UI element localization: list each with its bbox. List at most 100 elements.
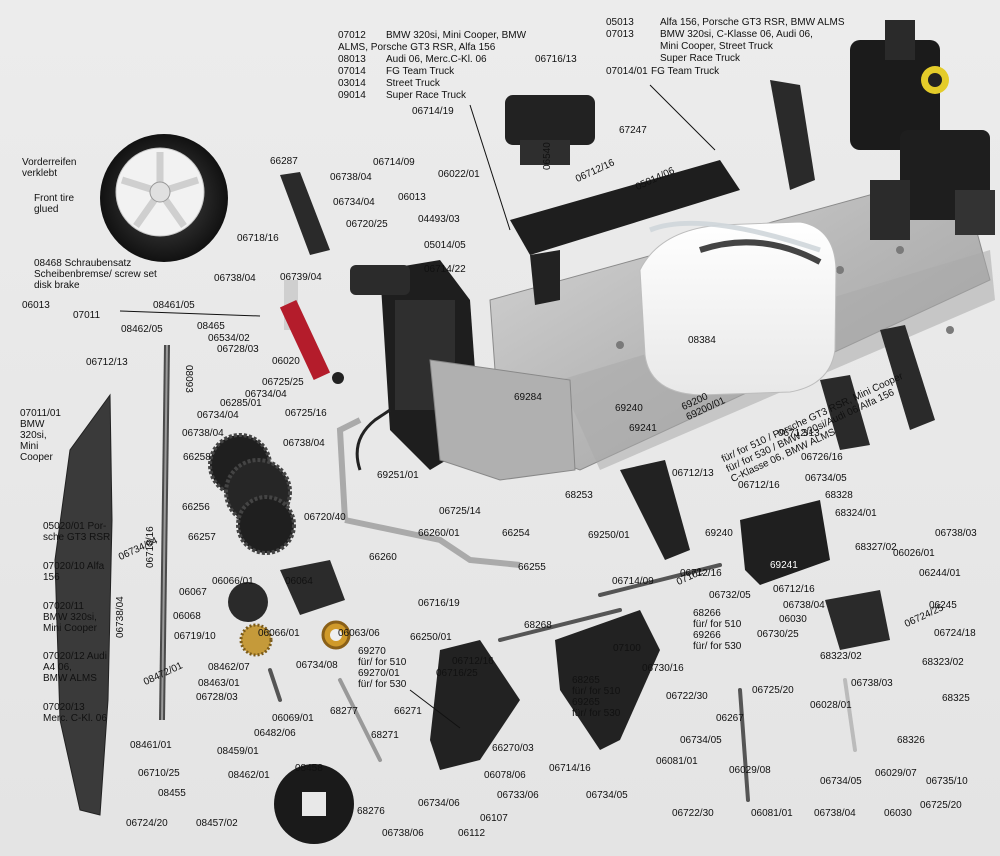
part-label: 68266 für/ for 510 69266 für/ for 530 xyxy=(693,608,742,652)
part-label: 06728/03 xyxy=(196,692,238,703)
front-spoiler-plate xyxy=(54,393,113,816)
part-label: 68323/02 xyxy=(820,651,862,662)
part-label: 06245 xyxy=(929,600,957,611)
part-label: 06738/04 xyxy=(330,172,372,183)
part-label: 06732/05 xyxy=(709,590,751,601)
part-label: 66255 xyxy=(518,562,546,573)
upper-brace xyxy=(505,95,740,305)
part-label: 06734/05 xyxy=(586,790,628,801)
part-label: 06738/04 xyxy=(814,808,856,819)
part-label: 66256 xyxy=(182,502,210,513)
part-label: 06712/16 xyxy=(738,480,780,491)
part-label: 06734/05 xyxy=(805,473,847,484)
shock-absorber xyxy=(279,280,344,384)
part-label: 08462/05 xyxy=(121,324,163,335)
part-label: 06112 xyxy=(458,828,486,839)
part-label: 06069/01 xyxy=(272,713,314,724)
part-label: FG Team Truck xyxy=(651,66,720,77)
part-label: 06030 xyxy=(779,614,807,625)
part-label: 06726/16 xyxy=(801,452,843,463)
part-label: 06013 xyxy=(22,300,50,311)
part-label: Vorderreifen verklebt xyxy=(22,157,77,179)
part-label: Super Race Truck xyxy=(386,90,467,101)
part-label: Front tire glued xyxy=(34,193,75,215)
part-label: 68253 xyxy=(565,490,593,501)
part-label: 68324/01 xyxy=(835,508,877,519)
part-label: 06722/30 xyxy=(672,808,714,819)
part-label: 69240 xyxy=(615,403,643,414)
part-label: 69241 xyxy=(629,423,657,434)
part-label: 06714/22 xyxy=(424,264,466,275)
part-label: 06720/25 xyxy=(346,219,388,230)
part-label: 66271 xyxy=(394,706,422,717)
part-label: 68277 xyxy=(330,706,358,717)
part-label: Mini Cooper, Street Truck xyxy=(660,41,773,52)
part-label: 06718/16 xyxy=(237,233,279,244)
part-label: 68265 für/ for 510 69265 für/ for 530 xyxy=(572,675,621,719)
part-label: 06725/20 xyxy=(920,800,962,811)
part-label: 06022/01 xyxy=(438,169,480,180)
part-label: 06714/19 xyxy=(412,106,454,117)
part-label: 06026/01 xyxy=(893,548,935,559)
rear-drivetrain xyxy=(850,20,995,240)
part-label: 68328 xyxy=(825,490,853,501)
part-label: 06714/09 xyxy=(612,576,654,587)
part-label: 06724/20 xyxy=(126,818,168,829)
part-label: 06716/19 xyxy=(418,598,460,609)
part-label: 06725/16 xyxy=(285,408,327,419)
part-label: 06725/25 xyxy=(262,377,304,388)
part-label: 07014 xyxy=(338,66,366,77)
part-label: 07020/13 Merc. C-Kl. 06 xyxy=(43,702,107,724)
part-label: 06064 xyxy=(285,576,313,587)
part-label: 68276 xyxy=(357,806,385,817)
part-label: 06712/16 xyxy=(680,568,722,579)
brake-disk xyxy=(274,764,354,844)
part-label: 66250/01 xyxy=(410,632,452,643)
part-label: 05020/01 Por- sche GT3 RSR xyxy=(43,521,111,543)
part-label: 06725/20 xyxy=(752,685,794,696)
part-label: 07020/12 Audi A4 06, BMW ALMS xyxy=(43,651,107,684)
part-label: 06738/04 xyxy=(182,428,224,439)
part-label: 06738/04 xyxy=(214,273,256,284)
part-label: 66270/03 xyxy=(492,743,534,754)
part-label: 66254 xyxy=(502,528,530,539)
part-label: 07012 xyxy=(338,30,366,41)
part-label: 06734/05 xyxy=(680,735,722,746)
part-label: 06078/06 xyxy=(484,770,526,781)
part-label: 69240 xyxy=(705,528,733,539)
part-label: 68327/02 xyxy=(855,542,897,553)
part-label: 06734/04 xyxy=(333,197,375,208)
part-label: 06738/06 xyxy=(382,828,424,839)
part-label: 06718/16 xyxy=(145,526,156,568)
part-label: 08462/01 xyxy=(228,770,270,781)
part-label: 05013 xyxy=(606,17,634,28)
part-label: 06738/04 xyxy=(783,600,825,611)
part-label: 06724/18 xyxy=(934,628,976,639)
part-label: BMW 320si, Mini Cooper, BMW xyxy=(386,30,527,41)
front-drive-shaft xyxy=(159,344,170,721)
part-label: 08013 xyxy=(338,54,366,65)
part-label: BMW 320si, C-Klasse 06, Audi 06, xyxy=(660,29,813,40)
part-label: 06734/05 xyxy=(820,776,862,787)
part-label: 09014 xyxy=(338,90,366,101)
part-label: 07020/10 Alfa 156 xyxy=(43,561,105,583)
part-label: 07011/01 BMW 320si, Mini Cooper xyxy=(20,408,61,463)
part-label: 66287 xyxy=(270,156,298,167)
part-label: 06020 xyxy=(272,356,300,367)
part-label: 06738/03 xyxy=(935,528,977,539)
part-label: 06730/16 xyxy=(642,663,684,674)
part-label: 06712/13 xyxy=(86,357,128,368)
part-label: 06013 xyxy=(398,192,426,203)
part-label: 06285/01 xyxy=(220,398,262,409)
part-label: 06244/01 xyxy=(919,568,961,579)
part-label: 03014 xyxy=(338,78,366,89)
part-label: 66257 xyxy=(188,532,216,543)
part-label: 06734/04 xyxy=(197,410,239,421)
part-label: 06730/25 xyxy=(757,629,799,640)
part-label: 06712/13 xyxy=(778,428,820,439)
part-label: 06738/04 xyxy=(283,438,325,449)
part-label: 06029/08 xyxy=(729,765,771,776)
part-label: 06728/03 xyxy=(217,344,259,355)
part-label: 68323/02 xyxy=(922,657,964,668)
